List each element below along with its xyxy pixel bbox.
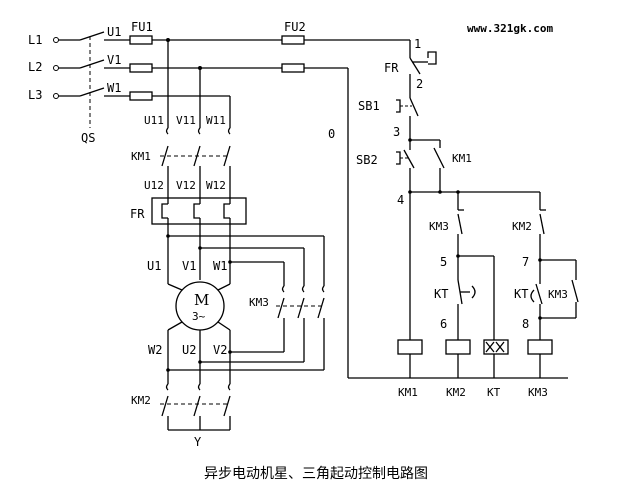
label-node-7: 7 [522, 255, 529, 269]
label-v11: V11 [176, 114, 196, 127]
node3-branch [408, 124, 441, 148]
label-node-1: 1 [414, 37, 421, 51]
label-w1-line: W1 [107, 81, 121, 95]
label-l1: L1 [28, 33, 42, 47]
label-sb2: SB2 [356, 153, 378, 167]
diagram-caption: 异步电动机星、三角起动控制电路图 [204, 466, 428, 482]
label-kt-b: KT [514, 287, 528, 301]
label-u11: U11 [144, 114, 164, 127]
label-motor-v1: V1 [182, 259, 196, 273]
label-motor-w2: W2 [148, 343, 162, 357]
km2-nc-contact [539, 209, 546, 260]
km3-nc-contact [457, 209, 464, 256]
coil-label-kt: KT [487, 386, 501, 399]
label-km3-holding: KM3 [548, 288, 568, 301]
watermark: www.321gk.com [467, 22, 553, 35]
label-node-2: 2 [416, 77, 423, 91]
label-km3-power: KM3 [249, 296, 269, 309]
sb2-start-button [396, 140, 415, 192]
label-u12: U12 [144, 179, 164, 192]
motor [167, 281, 231, 340]
kt-timed-no-contact [530, 258, 576, 340]
input-terminals [53, 37, 80, 99]
control-feeds [152, 39, 568, 379]
km3-holding-contact [538, 260, 579, 320]
label-fu2: FU2 [284, 20, 306, 34]
node4-bus [408, 190, 541, 340]
label-sb1: SB1 [358, 99, 380, 113]
km2-star-contacts [160, 383, 231, 431]
label-node-4: 4 [397, 193, 404, 207]
label-v1-line: V1 [107, 53, 121, 67]
kt-timed-nc-contact [456, 254, 495, 340]
km1-main-contacts [160, 127, 231, 178]
qs-switch [79, 31, 130, 128]
label-qs: QS [81, 131, 95, 145]
km3-delta-contacts [168, 285, 325, 371]
label-motor-v2: V2 [213, 343, 227, 357]
label-v12: V12 [176, 179, 196, 192]
label-node-0: 0 [328, 127, 335, 141]
fu1-fuses [129, 35, 153, 101]
label-motor-u2: U2 [182, 343, 196, 357]
label-l3: L3 [28, 88, 42, 102]
km1-holding-contact [433, 147, 445, 192]
label-l2: L2 [28, 60, 42, 74]
sb1-stop-button [396, 90, 419, 124]
label-fr-control: FR [384, 61, 399, 75]
motor-phase: 3~ [192, 310, 206, 323]
motor-symbol: M [194, 291, 209, 309]
label-u1-line: U1 [107, 25, 121, 39]
power-wiring [166, 38, 231, 128]
label-motor-u1: U1 [147, 259, 161, 273]
label-km1-power: KM1 [131, 150, 151, 163]
motor-bottom-wiring [166, 330, 232, 384]
coil-label-km2: KM2 [446, 386, 466, 399]
label-motor-w1: W1 [213, 259, 227, 273]
label-node-6: 6 [440, 317, 447, 331]
fu2-fuses [281, 35, 305, 73]
coils [397, 339, 553, 378]
fr-nc-contact [409, 48, 437, 90]
label-kt-a: KT [434, 287, 448, 301]
label-node-5: 5 [440, 255, 447, 269]
label-fu1: FU1 [131, 20, 153, 34]
label-node-8: 8 [522, 317, 529, 331]
label-fr-power: FR [130, 207, 145, 221]
label-km2-power: KM2 [131, 394, 151, 407]
label-star: Y [194, 435, 202, 449]
label-w11: W11 [206, 114, 226, 127]
label-km1-holding: KM1 [452, 152, 472, 165]
label-node-3: 3 [393, 125, 400, 139]
coil-label-km1: KM1 [398, 386, 418, 399]
label-km2-nc: KM2 [512, 220, 532, 233]
motor-delta-wiring [166, 234, 325, 286]
label-w12: W12 [206, 179, 226, 192]
fr-thermal-relay [151, 178, 247, 240]
coil-label-km3: KM3 [528, 386, 548, 399]
label-km3-nc: KM3 [429, 220, 449, 233]
